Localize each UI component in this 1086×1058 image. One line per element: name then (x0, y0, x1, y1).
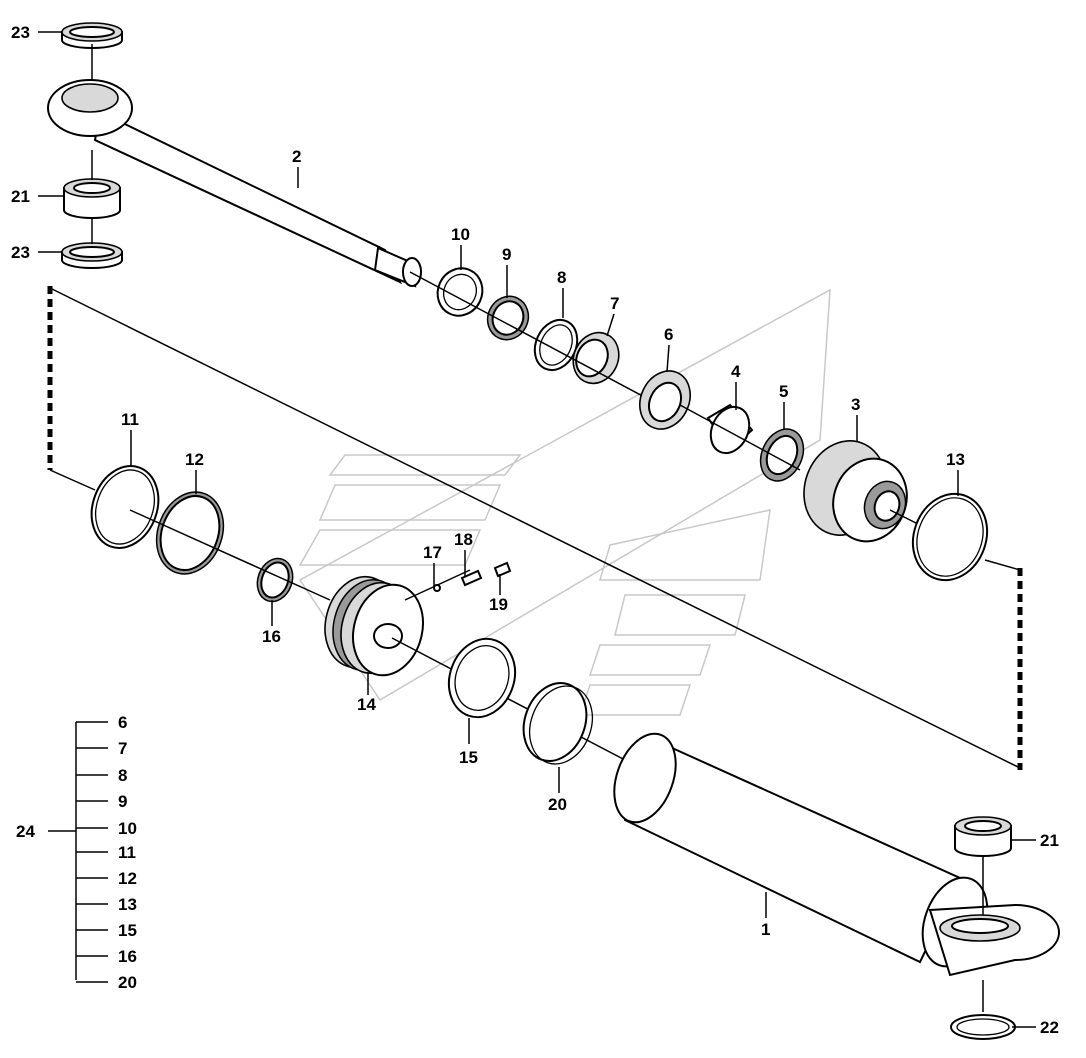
o-ring-13 (911, 492, 989, 582)
kit-label-24: 24 (16, 822, 35, 841)
screw-19 (493, 561, 512, 578)
callout-20: 20 (548, 795, 567, 814)
bearing-21-bottom (954, 816, 1012, 857)
kit-item-11: 11 (118, 843, 136, 862)
o-ring-11 (90, 465, 160, 549)
kit-outline (47, 286, 1023, 770)
callout-12: 12 (185, 450, 204, 469)
seal-7 (572, 331, 620, 385)
pin-17 (433, 584, 441, 592)
callout-21-top: 21 (11, 187, 30, 206)
callout-4: 4 (731, 362, 741, 381)
kit-item-list: 6 7 8 9 10 11 12 13 15 16 20 (76, 713, 137, 992)
kit-item-12: 12 (118, 869, 137, 888)
seal-ring-12 (155, 491, 225, 575)
callout-22: 22 (1040, 1018, 1059, 1037)
callout-2: 2 (292, 147, 301, 166)
kit-item-6: 6 (118, 713, 127, 732)
bushing-4 (706, 403, 754, 455)
kit-item-16: 16 (118, 947, 137, 966)
wiper-6 (639, 370, 691, 430)
piston-14 (324, 575, 424, 677)
guide-ring-20 (522, 682, 593, 765)
gland-head-3 (803, 440, 908, 543)
kit-item-13: 13 (118, 895, 137, 914)
piston-rod (47, 79, 422, 288)
callout-18: 18 (454, 530, 473, 549)
bearing-ring-23-top (61, 22, 123, 49)
bearing-21-top (63, 178, 121, 219)
callout-labels: 23 2 21 10 23 9 8 7 6 4 5 3 11 12 13 18 … (11, 23, 1059, 1037)
callout-7: 7 (610, 294, 619, 313)
o-ring-16 (256, 557, 294, 603)
kit-item-7: 7 (118, 739, 127, 758)
callout-21-bottom: 21 (1040, 831, 1059, 850)
callout-13: 13 (946, 450, 965, 469)
callout-14: 14 (357, 695, 376, 714)
bearing-ring-23-bottom (61, 242, 123, 269)
kit-item-10: 10 (118, 819, 137, 838)
callout-10: 10 (451, 225, 470, 244)
callout-15: 15 (459, 748, 478, 767)
callout-9: 9 (502, 245, 511, 264)
callout-8: 8 (557, 268, 566, 287)
callout-19: 19 (489, 595, 508, 614)
snap-ring-22 (950, 1014, 1016, 1040)
callout-11: 11 (121, 410, 139, 429)
kit-item-15: 15 (118, 921, 137, 940)
kit-item-9: 9 (118, 792, 127, 811)
callout-16: 16 (262, 627, 281, 646)
callout-23-bottom: 23 (11, 243, 30, 262)
callout-3: 3 (851, 395, 860, 414)
callout-1: 1 (761, 920, 770, 939)
screw-18 (460, 569, 483, 587)
seal-ring-10 (436, 267, 484, 317)
callout-6: 6 (664, 325, 673, 344)
seal-kit-legend: 24 6 7 8 9 10 11 12 13 15 16 20 (16, 713, 137, 992)
ring-15 (447, 637, 517, 719)
callout-leaders (38, 31, 1036, 1028)
kit-item-8: 8 (118, 766, 127, 785)
kit-item-20: 20 (118, 973, 137, 992)
callout-23-top: 23 (11, 23, 30, 42)
callout-17: 17 (423, 543, 442, 562)
cylinder-tube (613, 732, 1060, 977)
ring-5 (759, 428, 805, 482)
seal-ring-9 (486, 295, 530, 341)
callout-5: 5 (779, 382, 788, 401)
